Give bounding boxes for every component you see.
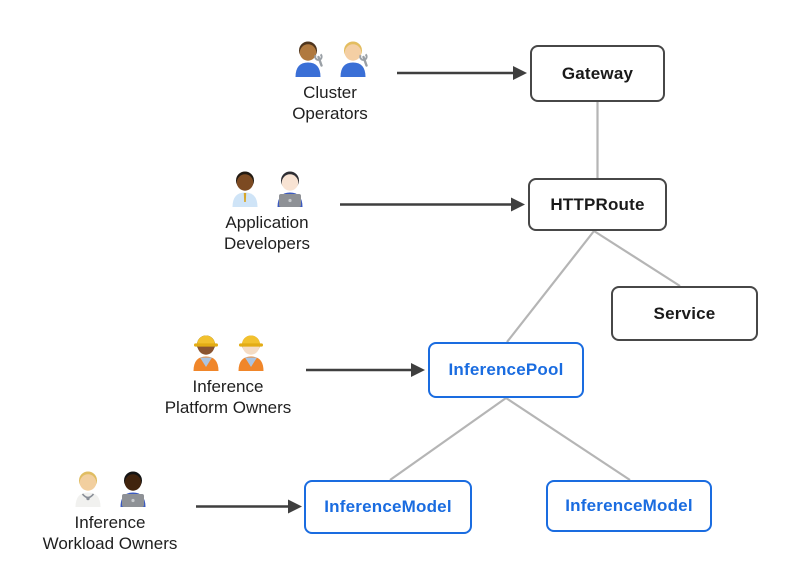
man-mechanic-emoji (295, 41, 323, 77)
persona-label-line: Developers (224, 234, 310, 253)
persona-label-line: Application (225, 213, 309, 232)
health-worker-emoji (75, 471, 100, 507)
persona-label-line: Platform Owners (164, 398, 292, 417)
edge-inferencepool-inferencemodel-right (505, 397, 631, 481)
edge-httproute-inferencepool (506, 230, 595, 343)
persona-label-line: Operators (292, 104, 368, 123)
woman-construction-worker-emoji (193, 335, 218, 371)
woman-technologist-emoji (277, 171, 302, 207)
application-developers-avatars (225, 167, 310, 207)
node-inferencepool: InferencePool (428, 342, 584, 398)
man-construction-worker-emoji (238, 335, 263, 371)
man-office-worker-emoji (232, 171, 257, 207)
node-inferencepool-label: InferencePool (448, 360, 564, 379)
inference-platform-owners-avatars (186, 331, 271, 371)
node-httproute: HTTPRoute (528, 178, 667, 231)
persona-inference-platform-owners: Inference Platform Owners (148, 331, 308, 418)
woman-mechanic-emoji (340, 41, 368, 77)
edge-httproute-service (593, 230, 681, 287)
cluster-operators-avatars (288, 37, 373, 77)
persona-label-line: Inference (74, 513, 146, 532)
persona-cluster-operators: Cluster Operators (250, 37, 410, 124)
node-gateway: Gateway (530, 45, 665, 102)
persona-inference-workload-owners: Inference Workload Owners (25, 467, 195, 554)
node-gateway-label: Gateway (561, 63, 634, 83)
node-inferencemodel-left: InferenceModel (304, 480, 472, 534)
persona-label-line: Cluster (303, 83, 357, 102)
persona-label-line: Workload Owners (42, 534, 178, 553)
node-httproute-label: HTTPRoute (550, 194, 645, 214)
node-service: Service (611, 286, 758, 341)
man-technologist-dark-skin-emoji (120, 471, 145, 507)
node-inferencemodel-right: InferenceModel (546, 480, 712, 532)
node-service-label: Service (653, 303, 716, 323)
persona-label-line: Inference (192, 377, 264, 396)
edge-inferencepool-inferencemodel-left (389, 397, 507, 481)
node-inferencemodel-left-label: InferenceModel (324, 497, 452, 516)
inference-workload-owners-avatars (68, 467, 153, 507)
persona-application-developers: Application Developers (187, 167, 347, 254)
node-inferencemodel-right-label: InferenceModel (565, 496, 693, 515)
